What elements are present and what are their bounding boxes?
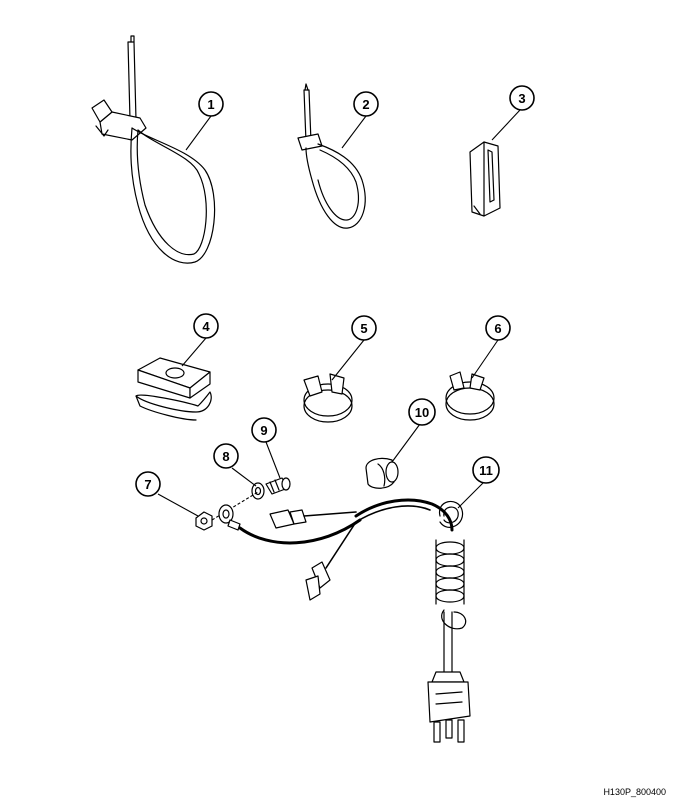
- cord-coil: [435, 539, 467, 630]
- callout-7: 7: [135, 471, 161, 497]
- part-10-grommet: [365, 457, 399, 489]
- callout-5: 5: [351, 315, 377, 341]
- callout-10: 10: [408, 398, 436, 426]
- callout-2: 2: [353, 91, 379, 117]
- callout-3: 3: [509, 85, 535, 111]
- callout-label: 2: [362, 97, 369, 112]
- part-1-large-cable-tie: [91, 35, 216, 264]
- callout-11: 11: [472, 456, 500, 484]
- callout-label: 3: [518, 91, 525, 106]
- callout-label: 10: [415, 405, 429, 420]
- part-11-power-cord: [218, 498, 471, 743]
- part-2-small-cable-tie: [297, 83, 366, 229]
- part-8-lock-washer: [251, 482, 265, 500]
- part-7-nut: [195, 511, 213, 531]
- callout-label: 6: [494, 321, 501, 336]
- leader-lines: [157, 109, 521, 517]
- callout-label: 4: [202, 319, 210, 334]
- callout-1: 1: [198, 91, 224, 117]
- drawing-code: H130P_800400: [603, 787, 666, 797]
- callout-8: 8: [213, 443, 239, 469]
- part-5-split-clamp: [303, 373, 353, 423]
- callout-4: 4: [193, 313, 219, 339]
- callout-9: 9: [251, 417, 277, 443]
- callout-label: 7: [144, 477, 151, 492]
- callout-label: 1: [207, 97, 214, 112]
- part-3-clip: [469, 141, 501, 217]
- part-4-clamp-block: [135, 357, 212, 421]
- callout-6: 6: [485, 315, 511, 341]
- callout-label: 5: [360, 321, 367, 336]
- callout-label: 8: [222, 449, 229, 464]
- part-6-split-clamp: [445, 371, 495, 421]
- part-9-screw: [265, 477, 291, 495]
- callout-label: 9: [260, 423, 267, 438]
- plug: [427, 671, 471, 743]
- callout-label: 11: [479, 463, 493, 478]
